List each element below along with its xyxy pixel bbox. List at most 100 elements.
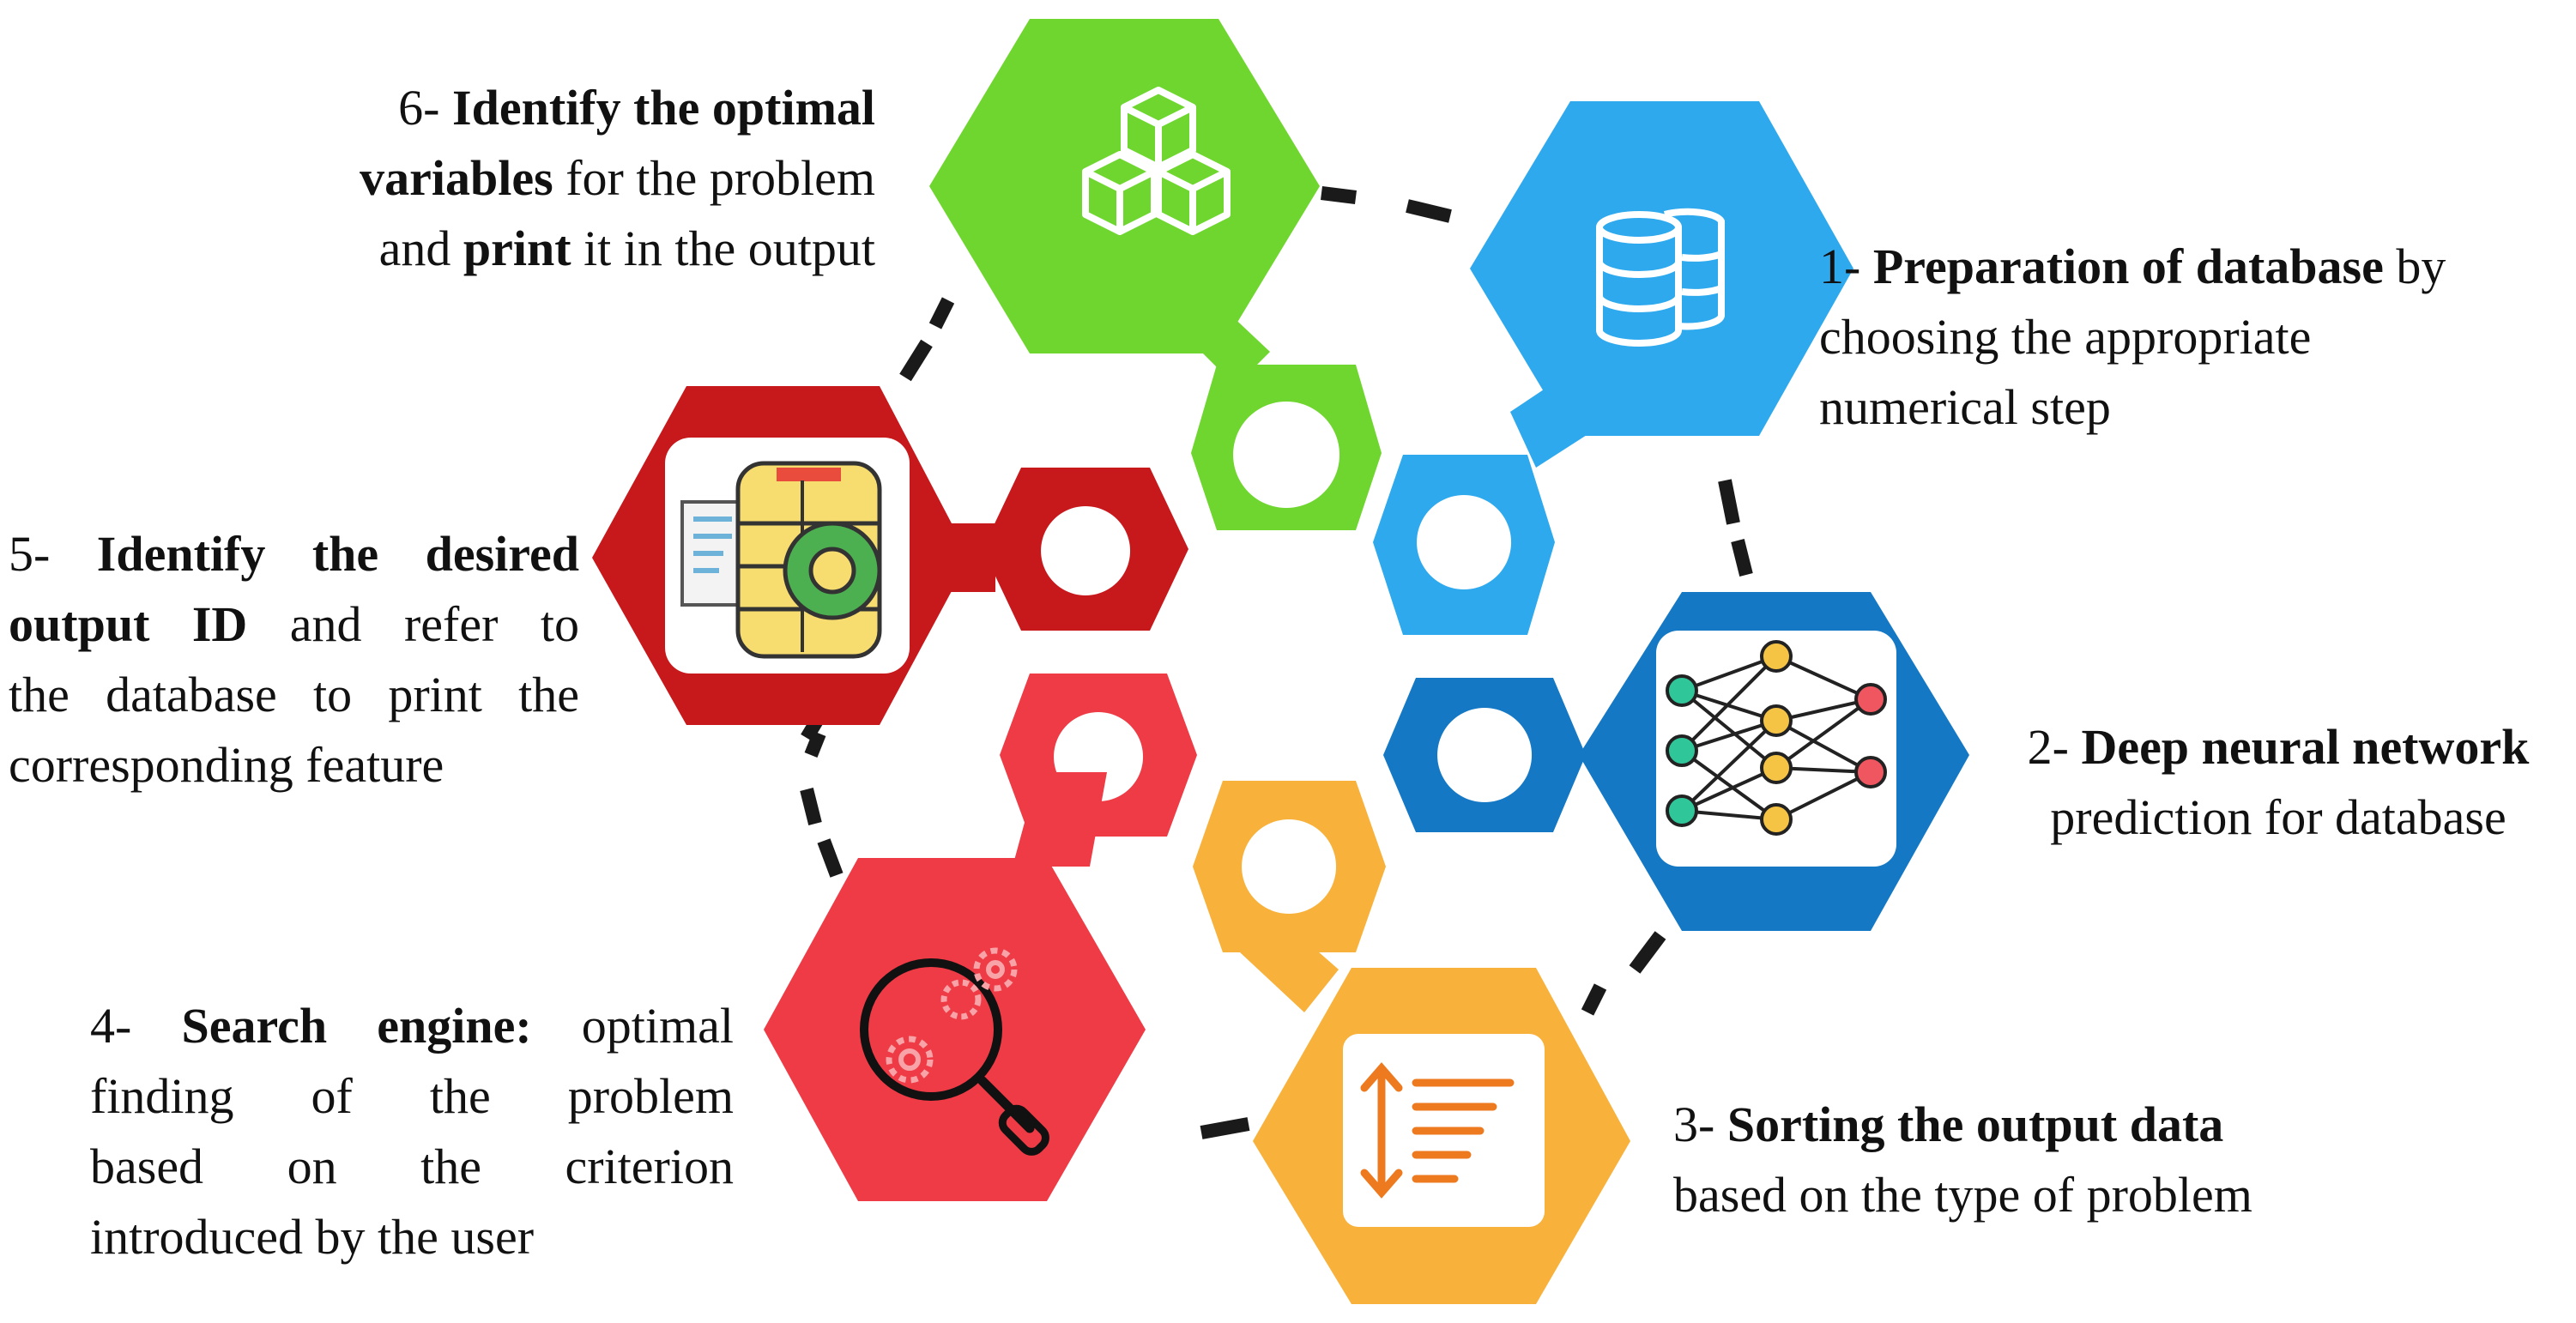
caption-word: to xyxy=(313,667,353,722)
caption-word: finding xyxy=(90,1068,234,1124)
database-gear-icon xyxy=(680,461,882,659)
step-1-hexagon xyxy=(1470,101,1853,436)
step-4-hexagon xyxy=(764,858,1146,1201)
caption-run: Sorting the output data xyxy=(1726,1096,2224,1152)
step-6-connector-neck xyxy=(1184,283,1270,386)
step-5-node xyxy=(592,386,1188,725)
caption-run: corresponding feature xyxy=(9,737,444,793)
step-6-node xyxy=(929,19,1382,530)
caption-word: Search xyxy=(181,998,328,1054)
caption-run: variables xyxy=(360,150,553,206)
step-4-caption-line: 4- Search engine: optimal xyxy=(90,991,734,1061)
caption-word: database xyxy=(106,667,277,722)
caption-word: ID xyxy=(191,596,248,652)
step-6-small-hexagon xyxy=(1191,365,1382,530)
step-6-caption-line: and print it in the output xyxy=(257,214,875,284)
caption-word: output xyxy=(9,596,150,652)
caption-word: of xyxy=(311,1068,353,1124)
connector-dash xyxy=(804,731,826,758)
step-3-caption-line: 3- Sorting the output data xyxy=(1673,1090,2446,1160)
sort-icon xyxy=(1360,1062,1515,1199)
step-2-caption-line: prediction for database xyxy=(1982,782,2574,853)
step-1-caption-line: choosing the appropriate xyxy=(1819,302,2523,372)
caption-word: print xyxy=(388,667,482,722)
search-gears-icon xyxy=(860,947,1049,1156)
step-2-caption: 2- Deep neural network prediction for dat… xyxy=(1982,712,2574,853)
caption-run: by xyxy=(2383,239,2446,294)
step-1-caption-line: 1- Preparation of database by xyxy=(1819,232,2523,302)
caption-word: criterion xyxy=(565,1139,734,1194)
connector-dash xyxy=(928,297,955,329)
step-2-caption-line: 2- Deep neural network xyxy=(1982,712,2574,782)
caption-word: the xyxy=(311,526,379,582)
caption-word: and xyxy=(289,596,362,652)
caption-word: engine: xyxy=(377,998,532,1054)
connector-dash xyxy=(1581,983,1607,1016)
caption-word: optimal xyxy=(581,998,734,1054)
caption-run: prediction for database xyxy=(2050,789,2506,845)
caption-run: Preparation of database xyxy=(1872,239,2384,294)
connector-dash xyxy=(1718,479,1740,525)
caption-run: numerical step xyxy=(1819,379,2111,435)
connector-dash xyxy=(899,339,933,382)
step-5-caption-line: corresponding feature xyxy=(9,730,579,800)
cubes-icon xyxy=(1082,87,1231,235)
step-2-node xyxy=(1383,592,1969,931)
caption-run: 3- xyxy=(1673,1096,1727,1152)
step-4-caption: 4- Search engine: optimal finding of the proble… xyxy=(90,991,734,1272)
caption-run: choosing the appropriate xyxy=(1819,309,2312,365)
step-5-caption-line: 5- Identify the desired xyxy=(9,519,579,589)
caption-word: the xyxy=(420,1139,481,1194)
caption-word: Identify xyxy=(96,526,266,582)
caption-word: the xyxy=(518,667,579,722)
connector-dash xyxy=(1200,1117,1250,1139)
caption-run: Identify the optimal xyxy=(452,80,875,136)
caption-word: the xyxy=(429,1068,491,1124)
step-1-small-hexagon xyxy=(1373,455,1555,635)
step-6-caption-line: variables for the problem xyxy=(257,143,875,214)
caption-word: 5- xyxy=(9,526,51,582)
step-6-caption-line: 6- Identify the optimal xyxy=(257,73,875,143)
caption-run: and xyxy=(378,220,463,276)
step-1-node xyxy=(1373,101,1853,635)
step-1-caption-line: numerical step xyxy=(1819,372,2523,443)
step-3-small-hexagon xyxy=(1193,781,1386,952)
neural-network-icon-tile xyxy=(1656,631,1896,867)
step-4-node xyxy=(764,674,1197,1201)
caption-run: 1- xyxy=(1819,239,1873,294)
caption-run: it in the output xyxy=(571,220,875,276)
step-3-node xyxy=(1193,781,1630,1304)
connector-dash xyxy=(800,788,822,825)
caption-run: print xyxy=(463,220,571,276)
caption-run: for the problem xyxy=(553,150,875,206)
caption-word: 4- xyxy=(90,998,132,1054)
caption-word: problem xyxy=(567,1068,734,1124)
caption-word: desired xyxy=(425,526,579,582)
connector-dash xyxy=(817,838,844,878)
step-5-small-hexagon xyxy=(983,468,1188,631)
caption-run: 2- xyxy=(2027,719,2082,775)
caption-word: the xyxy=(9,667,70,722)
step-1-caption: 1- Preparation of database by choosing th… xyxy=(1819,232,2523,443)
connector-dash xyxy=(1321,186,1357,204)
connector-dash xyxy=(1629,931,1666,974)
neural-network-icon xyxy=(1666,640,1887,836)
caption-word: based xyxy=(90,1139,204,1194)
step-4-caption-line: introduced by the user xyxy=(90,1202,734,1272)
caption-run: introduced by the user xyxy=(90,1209,535,1265)
step-5-connector-neck xyxy=(944,523,995,592)
caption-run: 6- xyxy=(398,80,452,136)
connector-dash xyxy=(1406,199,1452,223)
step-2-small-hexagon xyxy=(1383,678,1586,832)
step-1-connector-neck xyxy=(1510,378,1596,468)
database-icon xyxy=(1596,208,1725,347)
caption-word: to xyxy=(540,596,579,652)
step-4-small-hexagon xyxy=(1000,674,1197,837)
